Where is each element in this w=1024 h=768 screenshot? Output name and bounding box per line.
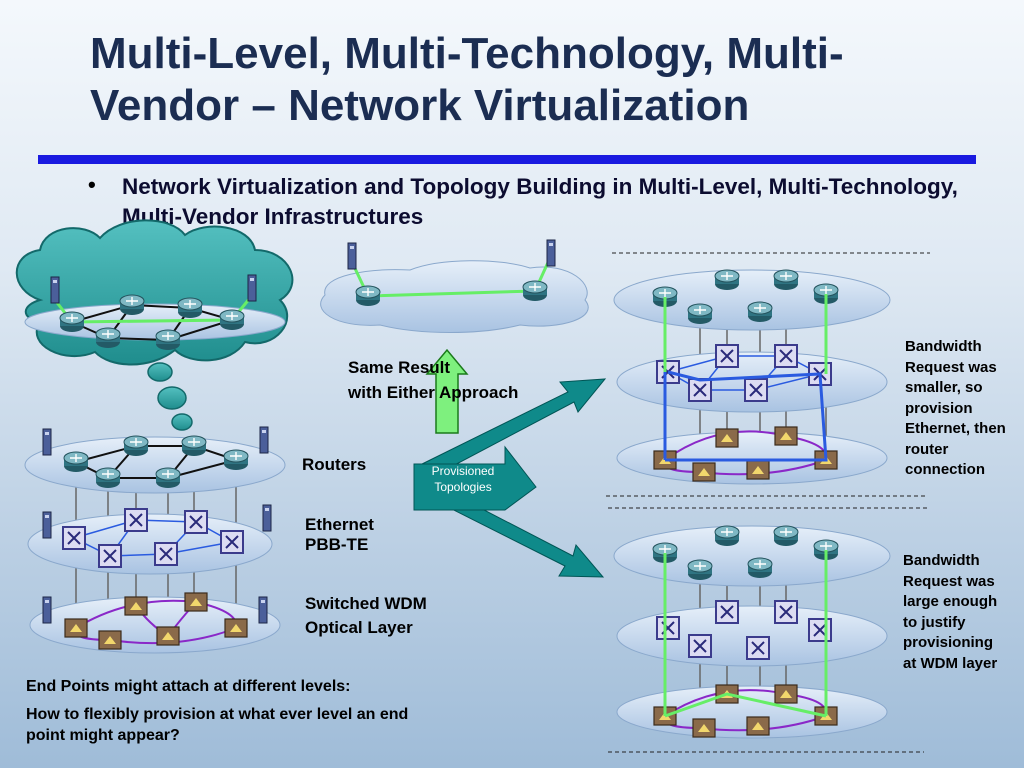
same-result-label: Same Result — [348, 358, 451, 377]
note-line: at WDM layer — [903, 654, 998, 672]
note-line: provision — [905, 399, 973, 417]
topologies-text: Topologies — [434, 480, 492, 494]
up-arrow — [425, 348, 469, 434]
layered-network-stack — [24, 426, 286, 654]
provisioned-topologies-label: Provisioned Topologies — [415, 463, 511, 495]
right-bottom-stack — [613, 525, 891, 739]
question-provision: How to flexibly provision at what ever l… — [26, 706, 409, 744]
either-approach-label: with Either Approach — [348, 383, 519, 402]
bullet-text: Network Virtualization and Topology Buil… — [122, 174, 958, 229]
ethernet-label: Ethernet — [305, 515, 374, 534]
right-top-stack — [613, 269, 891, 485]
dashed-separators — [606, 252, 930, 753]
note-line: Request was — [903, 572, 995, 590]
note-line: Ethernet, then — [905, 420, 1006, 437]
routers-label: Routers — [302, 455, 367, 474]
note-line: Bandwidth — [903, 552, 980, 569]
result-cloud — [320, 239, 589, 333]
switched-wdm-label: Switched WDM — [305, 594, 427, 613]
bullet-marker: • — [88, 172, 96, 197]
note-line: smaller, so — [905, 379, 983, 396]
note-line: connection — [905, 461, 986, 478]
page-title: Multi-Level, Multi-Technology, Multi-Ven… — [90, 29, 844, 130]
note-line: provisioning — [903, 634, 993, 651]
note-line: router — [905, 440, 949, 458]
provisioned-topologies-arrows — [413, 378, 607, 578]
note-line: Bandwidth — [905, 338, 982, 355]
provisioned-text: Provisioned — [431, 464, 495, 478]
optical-layer-label: Optical Layer — [305, 618, 413, 637]
thought-cloud — [15, 219, 294, 431]
note-line: large enough — [903, 593, 998, 610]
note-line: Request was — [905, 358, 997, 376]
pbb-te-label: PBB-TE — [305, 535, 369, 554]
note-small-request: Bandwidth Request was smaller, so provis… — [905, 337, 1006, 481]
note-line: to justify — [903, 613, 966, 631]
note-large-request: Bandwidth Request was large enough to ju… — [903, 551, 997, 674]
question-endpoints: End Points might attach at different lev… — [26, 678, 351, 695]
title-divider — [38, 155, 976, 164]
